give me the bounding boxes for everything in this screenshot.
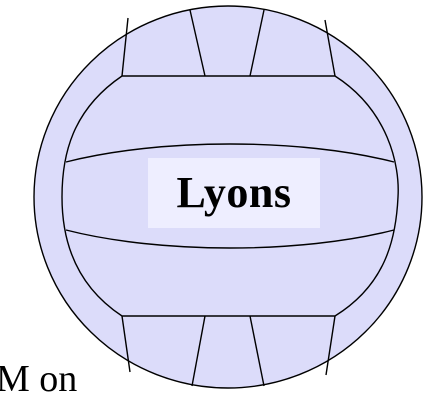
ball-label-box: Lyons: [148, 158, 320, 228]
ball-label: Lyons: [176, 171, 291, 215]
cropped-caption-text: M on: [0, 360, 77, 398]
